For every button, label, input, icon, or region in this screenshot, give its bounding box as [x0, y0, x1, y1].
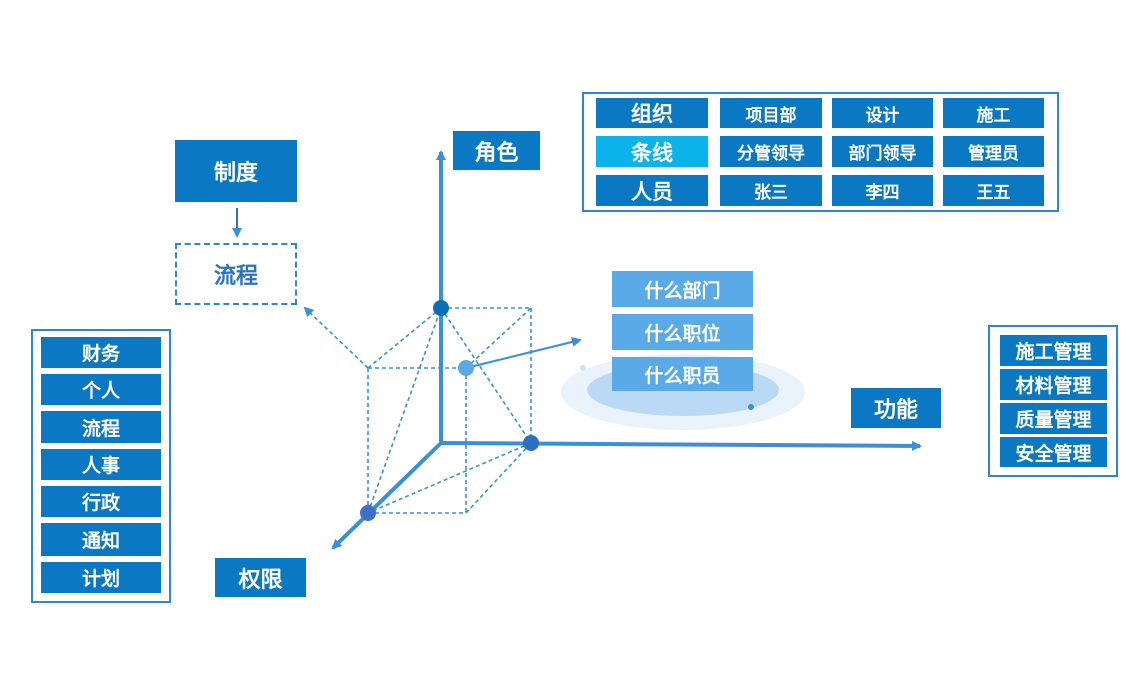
glow-dot	[748, 404, 754, 410]
glow-dot-faint	[580, 365, 586, 371]
grid-cell: 分管领导	[720, 136, 822, 167]
question-position: 什么职位	[612, 314, 753, 350]
query-arrow	[465, 337, 582, 369]
grid-cell: 部门领导	[832, 136, 933, 167]
permission-item: 通知	[41, 523, 161, 556]
grid-cell: 王五	[943, 175, 1044, 206]
permission-item: 行政	[41, 486, 161, 517]
question-department: 什么部门	[612, 271, 753, 307]
function-item: 材料管理	[1000, 369, 1107, 400]
permission-item: 计划	[41, 562, 161, 593]
node-role	[433, 300, 449, 316]
node-center	[458, 360, 474, 376]
grid-cell: 管理员	[943, 136, 1044, 167]
grid-cell: 张三	[720, 175, 822, 206]
grid-head-line: 条线	[596, 136, 708, 167]
dashed-cube	[303, 306, 532, 514]
permission-axis	[331, 441, 443, 550]
grid-cell: 李四	[832, 175, 933, 206]
grid-cell: 设计	[832, 98, 933, 128]
function-item: 质量管理	[1000, 403, 1107, 434]
function-item: 施工管理	[1000, 335, 1107, 366]
function-item: 安全管理	[1000, 437, 1107, 467]
permission-axis-label: 权限	[215, 558, 306, 597]
grid-head-org: 组织	[596, 98, 708, 128]
permission-item: 财务	[41, 337, 161, 368]
permission-item: 人事	[41, 449, 161, 480]
permission-item: 个人	[41, 374, 161, 405]
grid-head-person: 人员	[596, 175, 708, 206]
node-function	[523, 435, 539, 451]
policy-box: 制度	[175, 140, 297, 202]
grid-cell: 项目部	[720, 98, 822, 128]
role-axis-label: 角色	[453, 131, 540, 170]
node-permission	[360, 505, 376, 521]
axes	[331, 150, 922, 550]
permission-item: 流程	[41, 411, 161, 443]
question-staff: 什么职员	[612, 357, 753, 391]
flow-box: 流程	[175, 243, 297, 305]
function-axis	[440, 440, 922, 451]
function-axis-label: 功能	[851, 388, 941, 428]
grid-cell: 施工	[943, 98, 1044, 128]
